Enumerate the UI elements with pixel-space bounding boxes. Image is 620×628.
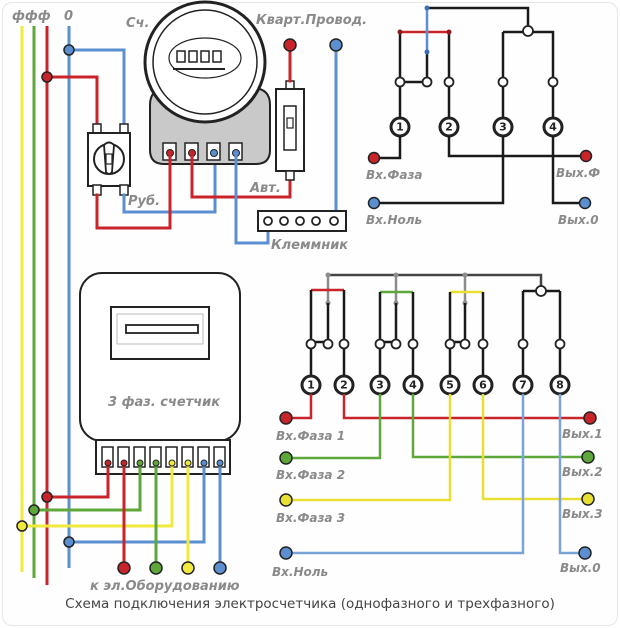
- diagram-caption: Схема подключения электросчетчика (одноф…: [65, 596, 555, 612]
- terminal-8: 8: [549, 374, 571, 396]
- in-phase-2-label: Вх.Фаза 2: [276, 468, 345, 482]
- terminal-block-label: Клеммник: [271, 238, 349, 253]
- out-2-node: [581, 450, 595, 464]
- out-phase-label: Вых.Ф: [556, 166, 600, 180]
- terminal-block: [257, 210, 347, 232]
- svg-text:1: 1: [396, 121, 404, 134]
- meter-label: Сч.: [126, 16, 149, 31]
- terminal-3: 3: [369, 374, 391, 396]
- svg-text:7: 7: [519, 379, 527, 392]
- in-zero-label: Вх.Ноль: [272, 565, 328, 579]
- single-phase-schematic: 1 2 3 4 Вх.Фаза Вх.Ноль Вых.Ф Вых.0: [366, 5, 600, 227]
- in-zero-label: Вх.Ноль: [366, 213, 422, 227]
- in-phase-node: [367, 151, 381, 165]
- apartment-wiring-label: Кварт.Провод.: [256, 13, 367, 28]
- in-phase-3-node: [279, 493, 293, 507]
- bus-tap-l2: [28, 504, 40, 516]
- equipment-terminal-l3: [181, 561, 195, 575]
- three-phase-schematic: 1 2 3 4 5 6 7 8 Вх.Фаза 1 Вх.Фаза 2 Вх.Ф…: [272, 272, 603, 579]
- out-zero-label: Вых.0: [558, 213, 599, 227]
- bus-tap-l1: [16, 520, 28, 532]
- out-2-label: Вых.2: [562, 465, 603, 479]
- out-1-label: Вых.1: [562, 427, 603, 441]
- terminal-4: 4: [402, 374, 424, 396]
- three-phase-section: 3 фаз. счетчик к эл.Оборудованию: [16, 272, 241, 594]
- terminal-7: 7: [512, 374, 534, 396]
- svg-text:3: 3: [499, 121, 507, 134]
- svg-text:4: 4: [549, 121, 557, 134]
- out-3-label: Вых.3: [562, 507, 603, 521]
- equipment-terminal-l1: [117, 561, 131, 575]
- in-phase-3-label: Вх.Фаза 3: [276, 511, 345, 525]
- in-phase-2-node: [279, 451, 293, 465]
- out-0-node: [578, 546, 592, 560]
- out-3-node: [581, 492, 595, 506]
- in-phase-1-label: Вх.Фаза 1: [276, 429, 345, 443]
- zero-bus-label: 0: [64, 9, 73, 24]
- three-phase-meter-label: 3 фаз. счетчик: [108, 395, 221, 410]
- svg-text:2: 2: [340, 379, 348, 392]
- phases-bus-label: ффф: [12, 9, 51, 24]
- svg-text:5: 5: [446, 379, 454, 392]
- in-phase-1-node: [279, 411, 293, 425]
- equipment-label: к эл.Оборудованию: [90, 579, 240, 594]
- switch-label: Руб.: [128, 194, 160, 209]
- equipment-terminal-n: [213, 561, 227, 575]
- terminal-1: 1: [389, 116, 411, 138]
- bus-tap-neutral: [63, 44, 75, 56]
- bus-tap-l3: [41, 491, 53, 503]
- breaker-label: Авт.: [249, 181, 281, 196]
- terminal-5: 5: [439, 374, 461, 396]
- apartment-phase-terminal: [283, 38, 297, 52]
- svg-text:1: 1: [307, 379, 315, 392]
- knife-switch: [87, 123, 131, 196]
- svg-text:4: 4: [409, 379, 417, 392]
- bus-tap-phase: [41, 71, 53, 83]
- terminal-4: 4: [542, 116, 564, 138]
- in-zero-node: [367, 196, 381, 210]
- bus-tap-n: [63, 536, 75, 548]
- in-phase-label: Вх.Фаза: [366, 168, 423, 182]
- svg-text:6: 6: [479, 379, 487, 392]
- terminal-2: 2: [438, 116, 460, 138]
- equipment-terminal-l2: [149, 561, 163, 575]
- out-0-label: Вых.0: [560, 561, 601, 575]
- svg-text:3: 3: [376, 379, 384, 392]
- terminal-3: 3: [492, 116, 514, 138]
- single-phase-meter: [143, 0, 271, 165]
- out-zero-node: [578, 196, 592, 210]
- svg-text:2: 2: [445, 121, 453, 134]
- three-phase-meter: [79, 272, 241, 475]
- svg-text:8: 8: [556, 379, 564, 392]
- single-phase-section: Руб. Сч.: [41, 0, 367, 253]
- terminal-1: 1: [300, 374, 322, 396]
- apartment-neutral-terminal: [329, 38, 343, 52]
- out-1-node: [583, 411, 597, 425]
- bus-lines: [20, 26, 71, 585]
- out-phase-node: [579, 149, 593, 163]
- terminal-6: 6: [472, 374, 494, 396]
- circuit-breaker: [275, 80, 305, 181]
- in-zero-node: [279, 546, 293, 560]
- terminal-2: 2: [333, 374, 355, 396]
